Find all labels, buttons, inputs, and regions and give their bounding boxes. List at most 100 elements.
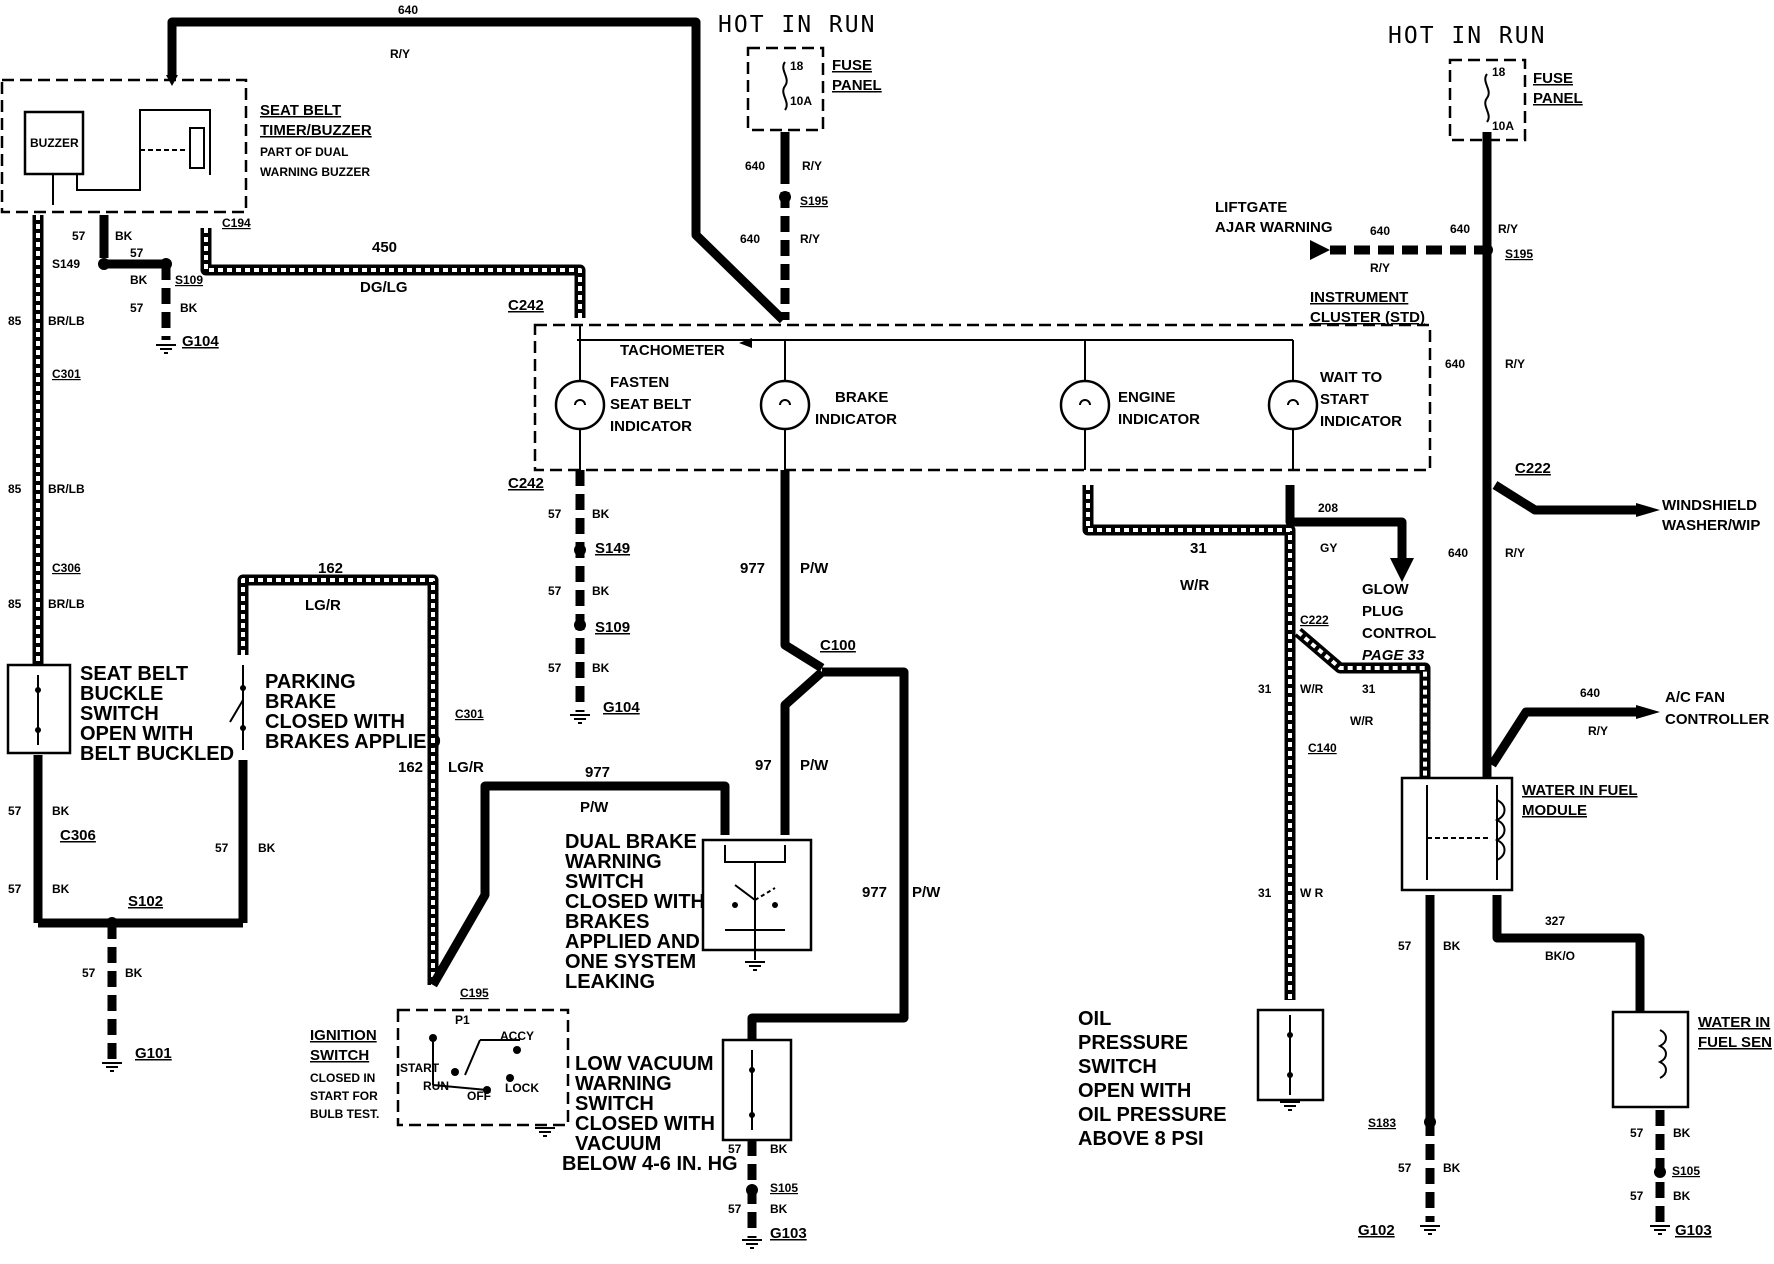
hot-in-run-left: HOT IN RUN <box>718 12 876 38</box>
wire-label: P/W <box>912 884 941 901</box>
sb-switch-5: BELT BUCKLED <box>80 743 234 765</box>
low-vac-2: WARNING <box>575 1073 672 1095</box>
wire-label: 57 <box>130 246 144 260</box>
acfan-label-2: CONTROLLER <box>1665 711 1769 728</box>
wire-label: BK <box>592 661 610 675</box>
wire-label: 57 <box>1398 1161 1412 1175</box>
ground-label: G104 <box>603 699 640 716</box>
wire-label: 450 <box>372 239 397 256</box>
fuse-amp-right: 10A <box>1492 119 1514 133</box>
oil-4: OPEN WITH <box>1078 1080 1191 1102</box>
low-vac-4: CLOSED WITH <box>575 1113 715 1135</box>
splice-label: S109 <box>175 273 203 287</box>
wire-label: 31 <box>1258 886 1272 900</box>
wire-label: BK <box>180 301 198 315</box>
splice-label: S183 <box>1368 1116 1396 1130</box>
glow-label-2: PLUG <box>1362 603 1404 620</box>
seatbelt-timer-l4: WARNING BUZZER <box>260 165 370 179</box>
splice-label: S109 <box>595 619 630 636</box>
wire-label: 640 <box>1448 546 1468 560</box>
dual-brake-4: CLOSED WITH <box>565 891 705 913</box>
acfan-label-1: A/C FAN <box>1665 689 1725 706</box>
cluster-title-1: INSTRUMENT <box>1310 289 1408 306</box>
water-sensor-label-2: FUEL SEN <box>1698 1034 1772 1051</box>
wire-label: W R <box>1300 886 1324 900</box>
wire-label: BK <box>592 507 610 521</box>
ignition-2: SWITCH <box>310 1047 369 1064</box>
wire-label: LG/R <box>448 759 484 776</box>
oil-5: OIL PRESSURE <box>1078 1104 1227 1126</box>
glow-label-4: PAGE 33 <box>1362 647 1425 664</box>
low-vac-1: LOW VACUUM <box>575 1053 714 1075</box>
sb-switch-2: BUCKLE <box>80 683 163 705</box>
wait-label-2: START <box>1320 391 1369 408</box>
seatbelt-timer-l1: SEAT BELT <box>260 102 341 119</box>
connector-label: C194 <box>222 216 251 230</box>
ignition-4: START FOR <box>310 1089 378 1103</box>
parking-2: BRAKE <box>265 691 336 713</box>
fuse-amp-left: 10A <box>790 94 812 108</box>
connector-label: C100 <box>820 637 856 654</box>
wire-label: 85 <box>8 482 22 496</box>
wire-label: BK <box>52 882 70 896</box>
ign-lock: LOCK <box>505 1081 539 1095</box>
wire-label: P/W <box>800 560 829 577</box>
wait-to-start-bulb <box>1267 379 1319 431</box>
engine-ind-label-2: INDICATOR <box>1118 411 1200 428</box>
connector-label: C222 <box>1515 460 1551 477</box>
wire-label: R/Y <box>1505 357 1525 371</box>
ground-label: G102 <box>1358 1222 1395 1239</box>
splice-label: S195 <box>1505 247 1533 261</box>
oil-6: ABOVE 8 PSI <box>1078 1128 1204 1150</box>
tachometer-label: TACHOMETER <box>620 342 725 359</box>
wires <box>32 17 1665 1238</box>
wire-label: W/R <box>1300 682 1324 696</box>
liftgate-label-2: AJAR WARNING <box>1215 219 1333 236</box>
wire-label: 57 <box>548 507 562 521</box>
seat-belt-switch <box>6 663 72 755</box>
windshield-label-1: WINDSHIELD <box>1662 497 1757 514</box>
wire-label: 208 <box>1318 501 1338 515</box>
wire-label: 57 <box>82 966 96 980</box>
oil-2: PRESSURE <box>1078 1032 1188 1054</box>
low-vacuum-switch <box>721 1038 793 1142</box>
wire-label: 640 <box>1580 686 1600 700</box>
connector-label: C242 <box>508 475 544 492</box>
labels: HOT IN RUN HOT IN RUN 18 10A FUSE PANEL … <box>30 12 1772 1175</box>
wire-label: 640 <box>740 232 760 246</box>
ignition-3: CLOSED IN <box>310 1071 375 1085</box>
wire-label: BK <box>1443 939 1461 953</box>
splice-label: S149 <box>595 540 630 557</box>
dual-brake-6: APPLIED AND <box>565 931 700 953</box>
wire-label: BK <box>115 229 133 243</box>
splice-label: S149 <box>52 257 80 271</box>
ign-start: START <box>400 1061 440 1075</box>
wire-label: 57 <box>548 584 562 598</box>
connector-label: C222 <box>1300 613 1329 627</box>
fasten-seat-belt-bulb <box>554 379 606 431</box>
wire-label: 640 <box>1370 224 1390 238</box>
ign-run: RUN <box>423 1079 449 1093</box>
cluster-title-2: CLUSTER (STD) <box>1310 309 1425 326</box>
brake-ind-label-2: INDICATOR <box>815 411 897 428</box>
seatbelt-timer-l2: TIMER/BUZZER <box>260 122 372 139</box>
sb-switch-1: SEAT BELT <box>80 663 188 685</box>
dual-brake-1: DUAL BRAKE <box>565 831 697 853</box>
dual-brake-switch <box>701 838 813 960</box>
wire-label: 57 <box>1630 1126 1644 1140</box>
connector-label: C140 <box>1308 741 1337 755</box>
wire-label: 162 <box>318 560 343 577</box>
wire-label: R/Y <box>800 232 820 246</box>
ground-label: G103 <box>770 1225 807 1242</box>
wire-label: BK <box>125 966 143 980</box>
water-module-label-2: MODULE <box>1522 802 1587 819</box>
dual-brake-3: SWITCH <box>565 871 644 893</box>
ignition-switch <box>396 1008 570 1127</box>
splices <box>98 191 1666 1196</box>
fuse-label-left-1: FUSE <box>832 57 872 74</box>
wire-label: BK <box>130 273 148 287</box>
wire-label: 977 <box>740 560 765 577</box>
wire-label: BR/LB <box>48 597 85 611</box>
buzzer-label: BUZZER <box>30 136 79 150</box>
